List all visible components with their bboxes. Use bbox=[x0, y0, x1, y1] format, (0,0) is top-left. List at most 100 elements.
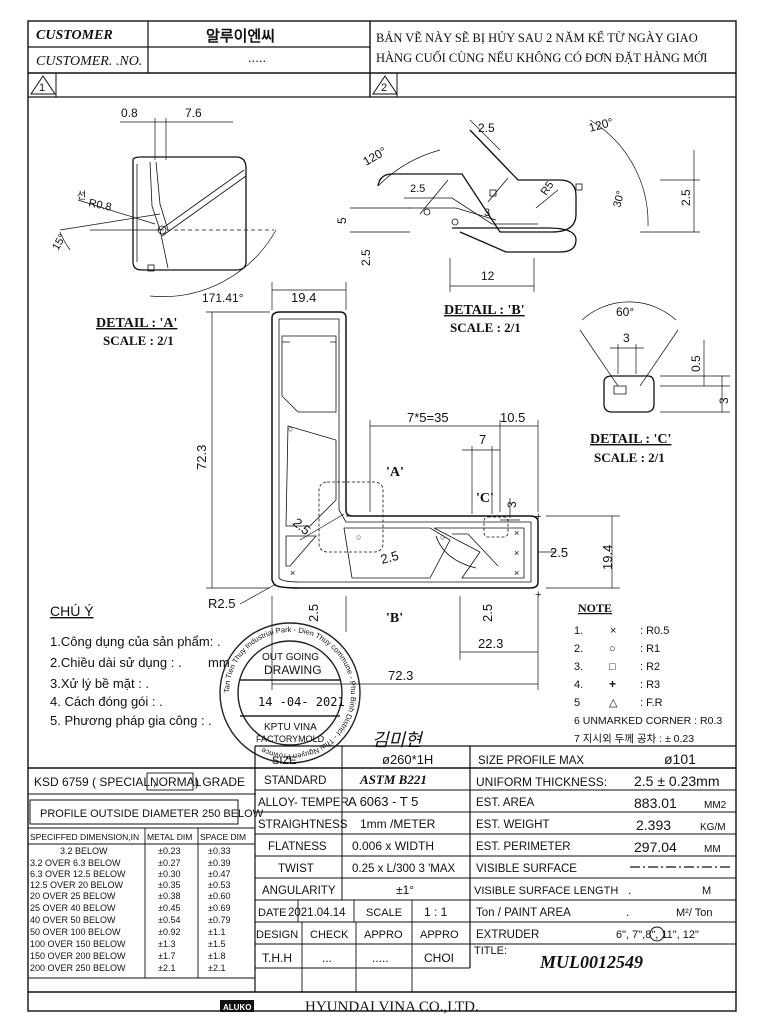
uniform-thickness-value: 2.5 ± 0.23mm bbox=[634, 773, 720, 789]
dim-2-5-mid: 2.5 bbox=[379, 548, 400, 567]
tol-row-dim: 6.3 OVER 12.5 BELOW bbox=[30, 869, 126, 879]
check-value: ... bbox=[322, 951, 332, 965]
note-row-2-val: : R1 bbox=[640, 643, 660, 655]
design-label: DESIGN bbox=[256, 929, 298, 941]
tol-row-dim: 150 OVER 200 BELOW bbox=[30, 951, 126, 961]
detail-c-title: DETAIL : 'C' bbox=[590, 432, 671, 447]
extruder-selected-circle bbox=[649, 926, 665, 942]
ton-paint-unit: M²/ Ton bbox=[676, 907, 712, 919]
detail-b-dim-30: 30° bbox=[611, 190, 627, 209]
notes-vn-item-2: 2.Chiều dài sử dụng : . bbox=[50, 655, 182, 670]
x-mark-icon: × bbox=[610, 625, 616, 637]
square-mark-icon: □ bbox=[609, 661, 616, 673]
detail-a-dim-15: 15° bbox=[50, 232, 69, 252]
corner-mark: ○ bbox=[288, 424, 293, 434]
ton-paint-label: Ton / PAINT AREA bbox=[476, 907, 571, 919]
detail-a-dim-7-6: 7.6 bbox=[185, 106, 202, 120]
alloy-label: ALLOY- TEMPER bbox=[258, 797, 349, 809]
visible-surface-length-value: . bbox=[628, 883, 631, 897]
notes-vn-title: CHÚ Ý bbox=[50, 603, 94, 619]
dim-72-3-bottom: 72.3 bbox=[388, 668, 413, 683]
corner-mark: × bbox=[514, 568, 519, 578]
tol-row-dim: 100 OVER 150 BELOW bbox=[30, 939, 126, 949]
detail-b-dim-2-5-inner: 2.5 bbox=[410, 183, 425, 195]
size-label: SIZE bbox=[272, 755, 296, 767]
est-weight-value: 2.393 bbox=[636, 817, 671, 833]
detail-c-dim-3-right: 3 bbox=[717, 397, 731, 404]
aluko-logo-text: ALUKO bbox=[223, 1003, 251, 1012]
label-c: 'C' bbox=[476, 491, 494, 506]
date-value: 2021.04.14 bbox=[288, 907, 346, 919]
profile-outside-box bbox=[29, 799, 239, 825]
size-profile-max-label: SIZE PROFILE MAX bbox=[478, 755, 584, 767]
grade-normal: NORMAL bbox=[150, 775, 202, 789]
tol-row-dim: 12.5 OVER 20 BELOW bbox=[30, 880, 124, 890]
detail-a-dim-0-8: 0.8 bbox=[121, 106, 138, 120]
note-row-4-num: 4. bbox=[574, 679, 583, 691]
detail-b-dim-2-5-right: 2.5 bbox=[679, 189, 693, 206]
detail-b-dim-12: 12 bbox=[481, 269, 495, 283]
tol-row-space: ±1.8 bbox=[208, 951, 225, 961]
corner-mark: × bbox=[514, 528, 519, 538]
detail-c: 60° 3 0.5 3 DETAIL : 'C' SCALE : 2/1 bbox=[579, 301, 731, 465]
note-row-5-num: 5 bbox=[574, 697, 580, 709]
note-row-2-num: 2. bbox=[574, 643, 583, 655]
dim-19-4-right: 19.4 bbox=[600, 545, 615, 570]
title-block-rows bbox=[28, 789, 736, 993]
detail-b: 2.5 120° 120° 2.5 R5 30° 2.5 3 5 2.5 12 … bbox=[335, 115, 700, 335]
dim-10-5: 10.5 bbox=[500, 410, 525, 425]
tol-row-space: ±0.39 bbox=[208, 858, 230, 868]
dim-height-left: 72.3 bbox=[194, 445, 209, 470]
header-block: CUSTOMER 알루이엔씨 CUSTOMER. .NO. ..... BẢN … bbox=[28, 21, 736, 98]
dim-pitch: 7*5=35 bbox=[407, 410, 449, 425]
corner-mark: ○ bbox=[356, 532, 361, 542]
alloy-value: A 6063 - T 5 bbox=[348, 794, 418, 809]
est-weight-unit: KG/M bbox=[700, 822, 726, 833]
visible-surface-label: VISIBLE SURFACE bbox=[476, 863, 577, 875]
est-perimeter-value: 297.04 bbox=[634, 839, 677, 855]
standard-value: ASTM B221 bbox=[359, 772, 427, 787]
dim-3: 3 bbox=[505, 501, 519, 508]
straightness-value: 1mm /METER bbox=[360, 817, 436, 831]
tol-row-space: ±2.1 bbox=[208, 963, 225, 973]
date-label: DATE bbox=[258, 907, 287, 919]
customer-label: CUSTOMER bbox=[36, 28, 113, 43]
note-row-3-num: 3. bbox=[574, 661, 583, 673]
notes-vn-mm: mm bbox=[208, 655, 230, 670]
est-area-label: EST. AREA bbox=[476, 797, 534, 809]
corner-mark: ○ bbox=[440, 532, 445, 542]
tol-row-space: ±0.53 bbox=[208, 880, 230, 890]
detail-a: 0.8 7.6 R0.8 선 15° 171.41° DETAIL : 'A' … bbox=[50, 106, 277, 348]
tol-row-metal: ±0.23 bbox=[158, 846, 180, 856]
dim-width-top: 19.4 bbox=[291, 290, 316, 305]
notes-vn-item-4: 4. Cách đóng gói : . bbox=[50, 694, 163, 709]
detail-a-dim-r0-8: R0.8 bbox=[87, 197, 112, 214]
stamp-date: 14 -04- 2021 bbox=[258, 695, 345, 709]
revision-triangle-2 bbox=[372, 75, 398, 95]
tolerance-table: SPECIFFED DIMENSION,IN METAL DIM SPACE D… bbox=[28, 827, 255, 979]
tol-row-metal: ±1.7 bbox=[158, 951, 175, 961]
note-row-6: 6 UNMARKED CORNER : R0.3 bbox=[574, 715, 722, 727]
corner-mark: + bbox=[535, 589, 541, 601]
dim-2-5-right: 2.5 bbox=[550, 545, 568, 560]
detail-c-dim-60: 60° bbox=[616, 305, 634, 319]
tol-row-dim: 20 OVER 25 BELOW bbox=[30, 891, 116, 901]
design-value: T.H.H bbox=[262, 951, 292, 965]
est-area-unit: MM2 bbox=[704, 800, 727, 811]
dim-7: 7 bbox=[479, 432, 486, 447]
company-name: HYUNDAI VINA CO.,LTD. bbox=[305, 999, 479, 1015]
detail-c-dim-3-top: 3 bbox=[623, 331, 630, 345]
revision-1: 1 bbox=[39, 82, 45, 94]
footer: ALUKO HYUNDAI VINA CO.,LTD. bbox=[220, 999, 479, 1015]
note-legend: NOTE 1. × : R0.5 2. ○ : R1 3. □ : R2 4. … bbox=[574, 601, 722, 745]
main-profile: × × × × ○ ○ ○ + + bbox=[194, 282, 620, 690]
est-perimeter-label: EST. PERIMETER bbox=[476, 841, 571, 853]
corner-mark: × bbox=[290, 568, 295, 578]
tol-row-metal: ±0.27 bbox=[158, 858, 180, 868]
scale-label: SCALE bbox=[366, 907, 402, 919]
tol-row-dim: 50 OVER 100 BELOW bbox=[30, 927, 121, 937]
est-area-value: 883.01 bbox=[634, 795, 677, 811]
est-weight-label: EST. WEIGHT bbox=[476, 819, 549, 831]
tol-row-space: ±0.33 bbox=[208, 846, 230, 856]
stamp-mid-text: DRAWING bbox=[264, 663, 322, 677]
